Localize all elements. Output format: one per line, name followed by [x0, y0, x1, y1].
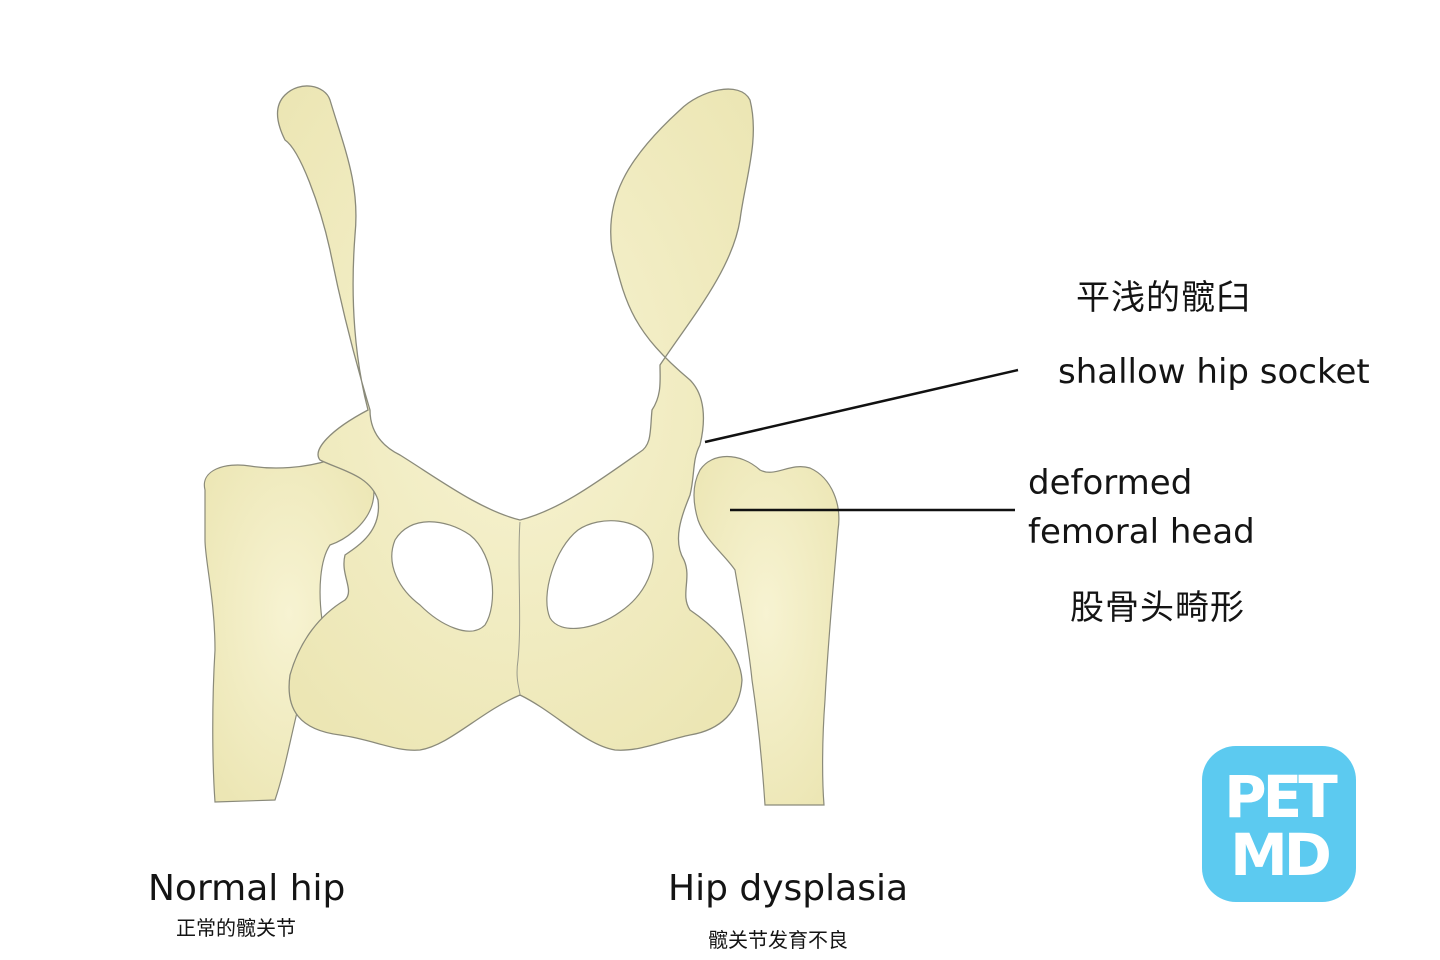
left-femur — [203, 458, 375, 803]
right-femur — [693, 456, 840, 806]
shallow-socket-label-en: shallow hip socket — [1058, 352, 1370, 392]
left-obturator-foramen — [391, 521, 494, 632]
deformed-label-en-line2: femoral head — [1028, 512, 1255, 552]
pelvis — [276, 85, 755, 751]
logo-line-md: MD — [1230, 821, 1332, 889]
hip-dysplasia-caption: Hip dysplasia — [668, 868, 909, 909]
logo-line-pet: PET — [1224, 763, 1338, 831]
deformed-label-cn: 股骨头畸形 — [1070, 588, 1245, 628]
shallow-socket-leader-line — [704, 368, 1019, 444]
normal-hip-caption: Normal hip — [148, 868, 346, 909]
shallow-socket-label-cn: 平浅的髋臼 — [1076, 278, 1251, 318]
deformed-label-en-line1: deformed — [1028, 463, 1193, 503]
hip-dysplasia-caption-cn: 髋关节发育不良 — [708, 928, 848, 952]
right-obturator-foramen — [546, 520, 654, 630]
pubic-symphysis — [516, 521, 521, 696]
petmd-logo: PET MD — [1202, 746, 1356, 902]
normal-hip-caption-cn: 正常的髋关节 — [176, 916, 296, 940]
